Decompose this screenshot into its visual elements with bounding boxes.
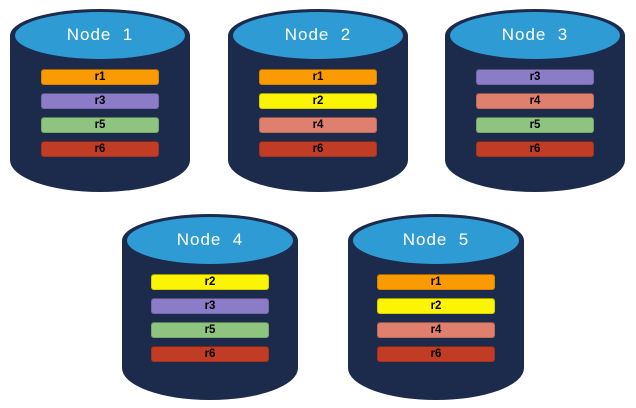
replica-bar: r2 bbox=[151, 274, 269, 290]
cylinder-shell-body bbox=[445, 35, 625, 192]
replica-bar: r3 bbox=[41, 93, 159, 109]
replica-list: r3 r4 r5 r6 bbox=[445, 69, 625, 157]
replica-bar: r5 bbox=[151, 322, 269, 338]
replica-bar: r6 bbox=[377, 346, 495, 362]
replica-list: r2 r3 r5 r6 bbox=[122, 274, 298, 362]
cylinder-top-face bbox=[233, 12, 403, 59]
replica-bar: r6 bbox=[151, 346, 269, 362]
replica-list: r1 r3 r5 r6 bbox=[10, 69, 190, 157]
replica-bar: r5 bbox=[476, 117, 594, 133]
cylinder-shell-body bbox=[348, 240, 524, 400]
cylinder-top-face bbox=[127, 217, 293, 264]
node-title: Node 4 bbox=[176, 230, 244, 249]
node-title: Node 1 bbox=[66, 25, 134, 44]
cylinder-shell-body bbox=[122, 240, 298, 400]
replica-bar: r1 bbox=[259, 69, 377, 85]
cylinder-top-face bbox=[353, 217, 519, 264]
replica-list: r1 r2 r4 r6 bbox=[228, 69, 408, 157]
node-title: Node 3 bbox=[501, 25, 569, 44]
replica-bar: r1 bbox=[41, 69, 159, 85]
cylinder-top-face bbox=[450, 12, 620, 59]
node-5-cylinder: Node 5 r1 r2 r4 r6 bbox=[348, 214, 524, 400]
node-title: Node 5 bbox=[402, 230, 470, 249]
node-3-cylinder: Node 3 r3 r4 r5 r6 bbox=[445, 9, 625, 192]
replica-bar: r2 bbox=[377, 298, 495, 314]
node-title: Node 2 bbox=[284, 25, 352, 44]
cylinder-shell-body bbox=[10, 35, 190, 192]
cylinder-shell-body bbox=[228, 35, 408, 192]
replica-bar: r1 bbox=[377, 274, 495, 290]
replica-bar: r3 bbox=[151, 298, 269, 314]
replica-list: r1 r2 r4 r6 bbox=[348, 274, 524, 362]
replica-bar: r3 bbox=[476, 69, 594, 85]
replica-bar: r4 bbox=[377, 322, 495, 338]
replica-bar: r5 bbox=[41, 117, 159, 133]
cylinder-top-face bbox=[15, 12, 185, 59]
replica-bar: r2 bbox=[259, 93, 377, 109]
replica-bar: r6 bbox=[41, 141, 159, 157]
node-4-cylinder: Node 4 r2 r3 r5 r6 bbox=[122, 214, 298, 400]
replica-bar: r6 bbox=[476, 141, 594, 157]
replica-bar: r4 bbox=[476, 93, 594, 109]
replica-bar: r4 bbox=[259, 117, 377, 133]
node-2-cylinder: Node 2 r1 r2 r4 r6 bbox=[228, 9, 408, 192]
replica-bar: r6 bbox=[259, 141, 377, 157]
node-1-cylinder: Node 1 r1 r3 r5 r6 bbox=[10, 9, 190, 192]
